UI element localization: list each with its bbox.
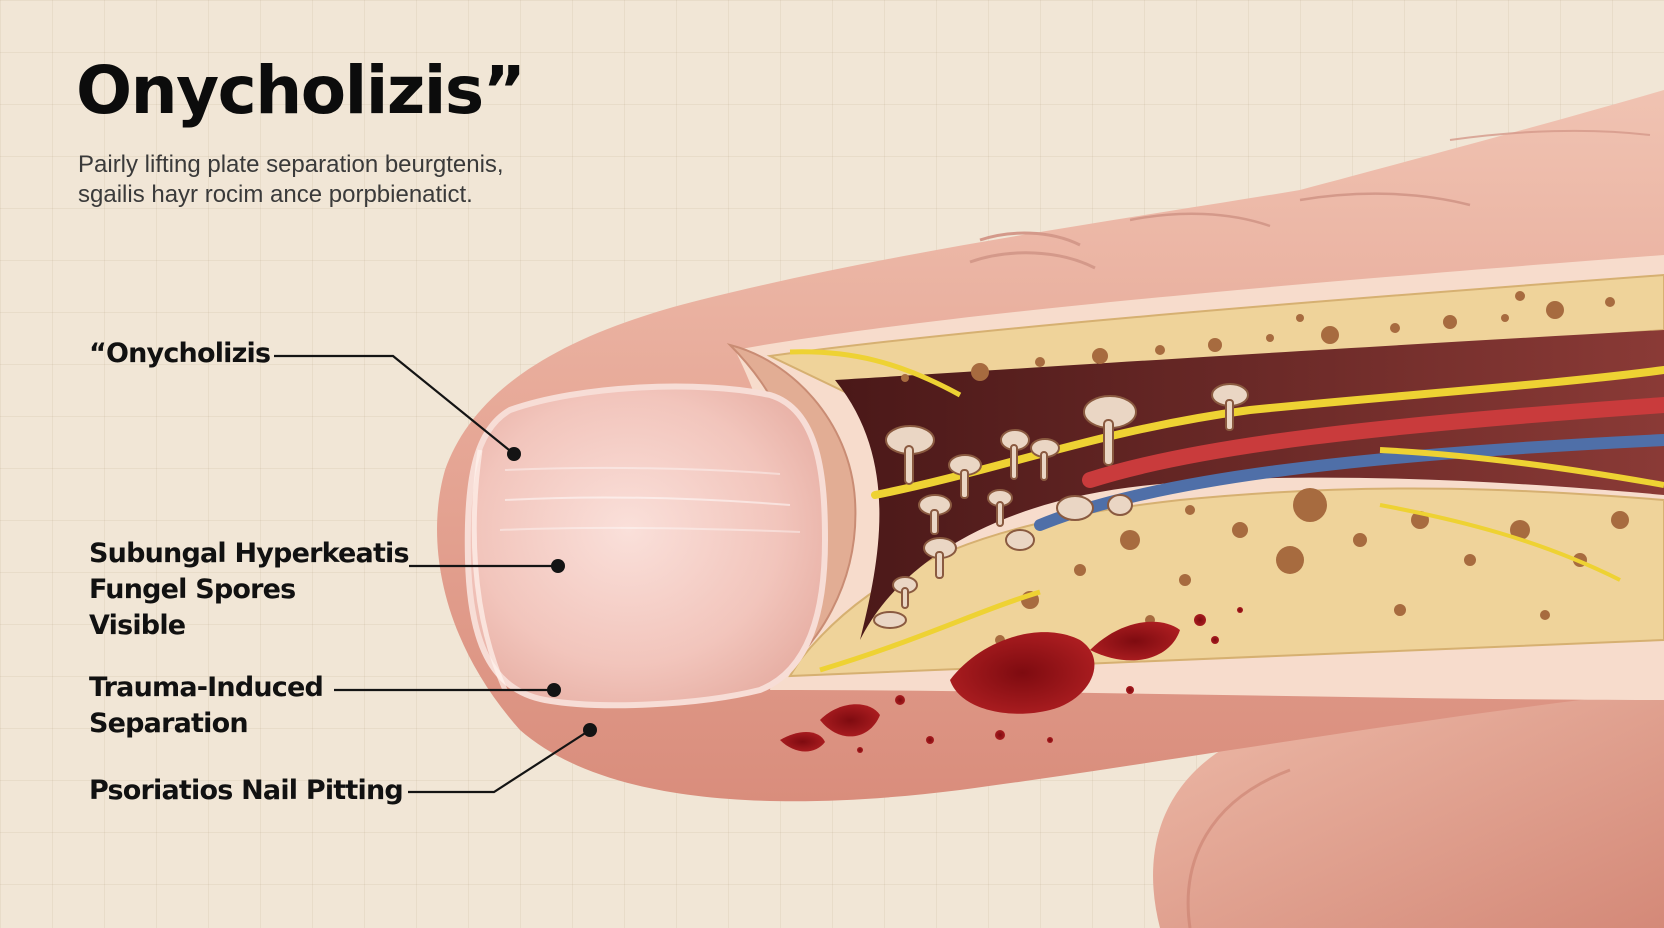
label-onycholizis: “Onycholizis: [89, 338, 271, 369]
label-trauma-induced-separation: Trauma-Induced Separation: [89, 670, 324, 742]
nerve-main: [871, 366, 1664, 499]
blood-trauma: [780, 607, 1243, 753]
label-subungal-line-2: Fungel Spores: [89, 574, 296, 605]
leader-onycholizis: [274, 354, 515, 455]
nerve-bottom: [819, 589, 1041, 673]
leader-dots: [507, 447, 597, 737]
bone-spots: [901, 291, 1629, 645]
label-trauma-line-2: Separation: [89, 708, 249, 739]
leader-lines: [274, 354, 591, 794]
lower-finger: [1153, 694, 1664, 928]
page-title: Onycholizis”: [76, 52, 526, 129]
leader-psoriatios: [408, 729, 591, 794]
fungal-spores: [873, 383, 1249, 629]
subtitle-line-2: sgailis hayr rocim ance porpbienatict.: [78, 181, 473, 208]
artery: [1082, 397, 1664, 488]
label-subungal-line-1: Subungal Hyperkeatis: [89, 538, 410, 569]
nerve-top: [789, 349, 962, 398]
label-psoriatic-nail-pitting: Psoriatios Nail Pitting: [89, 775, 404, 806]
nerve-lower: [1379, 447, 1664, 488]
subtitle: Pairly lifting plate separation beurgten…: [78, 150, 598, 210]
subtitle-line-1: Pairly lifting plate separation beurgten…: [78, 151, 504, 178]
label-trauma-line-1: Trauma-Induced: [89, 672, 324, 703]
nail-plate: [464, 383, 829, 709]
label-subungal-hyperkeratosis: Subungal Hyperkeatis Fungel Spores Visib…: [89, 536, 410, 644]
inner-cavity: [835, 330, 1664, 640]
label-subungal-line-3: Visible: [89, 610, 186, 641]
nerve-bottom-right: [1379, 503, 1621, 582]
